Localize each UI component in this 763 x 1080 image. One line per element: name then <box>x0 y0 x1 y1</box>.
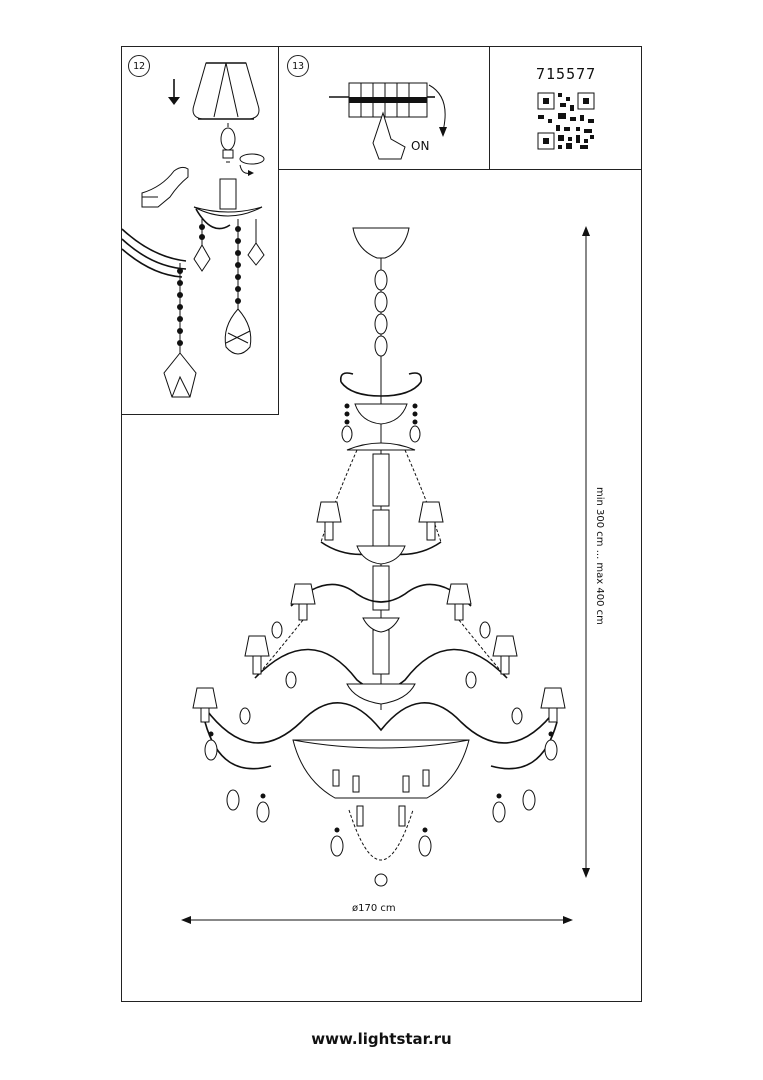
down-arrow-icon <box>168 79 180 105</box>
small-crystal-icon <box>193 219 265 272</box>
product-code: 715577 <box>536 65 597 83</box>
step-12-badge: 12 <box>128 55 150 77</box>
crystal-strand-icon <box>163 263 197 398</box>
diameter-dimension: ø170 cm <box>352 903 396 914</box>
candle-shade <box>316 501 444 541</box>
crystal-pendant-icon <box>224 219 252 355</box>
height-dimension: min 300 cm ... max 400 cm <box>594 487 605 625</box>
step-12-panel: 12 <box>121 46 279 415</box>
on-label: ON <box>411 139 430 153</box>
product-info-panel: 715577 <box>489 46 642 170</box>
rotate-arrow-icon <box>428 84 446 132</box>
step-12-illustration <box>121 62 265 398</box>
hand-press-icon <box>372 111 406 160</box>
chandelier-drawing <box>192 227 566 887</box>
height-dimension-line <box>582 226 590 878</box>
step-13-panel: 13 ON <box>278 46 490 170</box>
rotate-ring-icon <box>239 153 265 176</box>
qr-code-icon <box>536 91 596 151</box>
terminal-block-illustration <box>329 82 447 160</box>
lamp-shade-icon <box>192 62 260 120</box>
light-bulb-icon <box>220 123 236 163</box>
candle-holder-icon <box>193 178 263 230</box>
step-13-badge: 13 <box>287 55 309 77</box>
hand-icon <box>141 166 189 208</box>
diameter-dimension-line <box>181 916 573 924</box>
website-link[interactable]: www.lightstar.ru <box>311 1030 452 1048</box>
